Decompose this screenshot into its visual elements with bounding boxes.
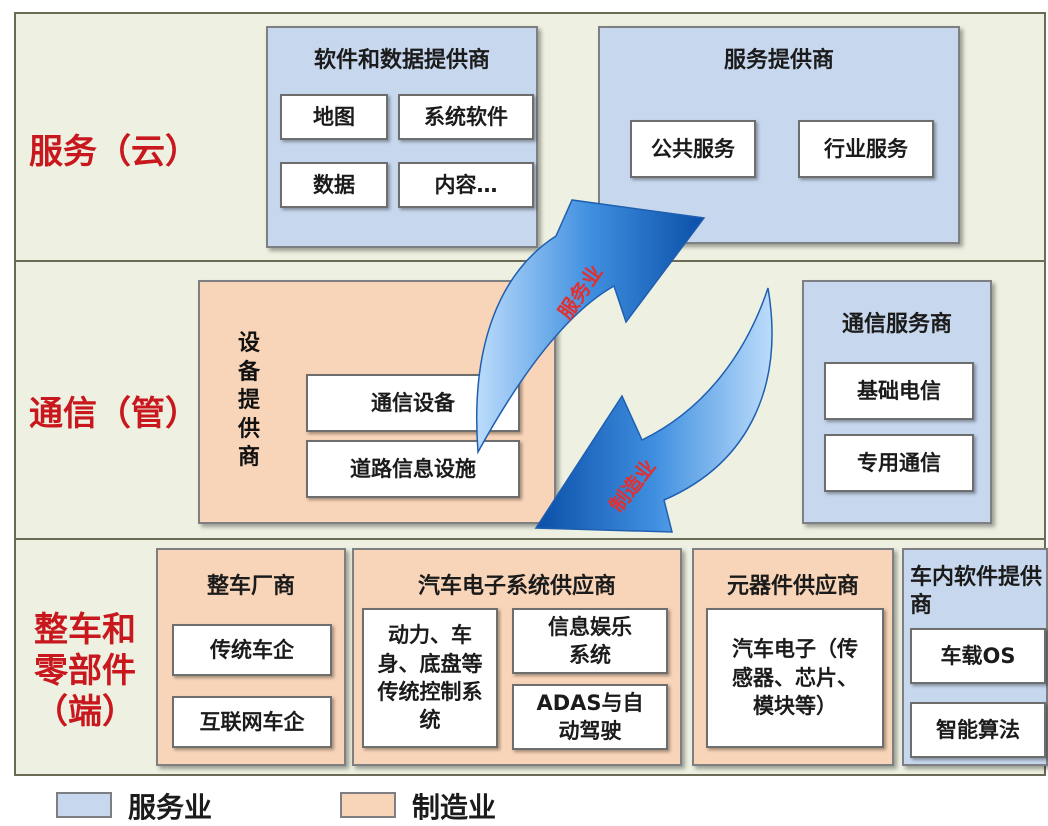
telecom-provider-box: 通信服务商 基础电信 专用通信 (802, 280, 992, 524)
auto-electronics-item: 汽车电子（传感器、芯片、模块等） (706, 608, 884, 748)
component-supplier-box: 元器件供应商 汽车电子（传感器、芯片、模块等） (692, 548, 894, 766)
equipment-provider-title: 设备提供商 (237, 331, 260, 471)
telecom-provider-title: 通信服务商 (841, 312, 952, 337)
service-legend-swatch (56, 792, 112, 818)
pipe-layer-label: 通信（管） (29, 394, 199, 434)
system-software-item: 系统软件 (398, 94, 534, 140)
oem-box: 整车厂商 传统车企 互联网车企 (156, 548, 346, 766)
map-item: 地图 (280, 94, 388, 140)
oem-title: 整车厂商 (206, 574, 295, 599)
smart-algorithm-item: 智能算法 (910, 702, 1046, 758)
electronics-supplier-box: 汽车电子系统供应商 动力、车身、底盘等传统控制系统 信息娱乐系统 ADAS与自动… (352, 548, 682, 766)
public-service-item: 公共服务 (630, 120, 756, 178)
service-legend-label: 服务业 (128, 791, 213, 824)
edge-layer-label: 整车和 零部件 （端） (34, 610, 136, 732)
content-item: 内容… (398, 162, 534, 208)
data-item: 数据 (280, 162, 388, 208)
road-info-facility-item: 道路信息设施 (306, 440, 520, 498)
software-data-provider-box: 软件和数据提供商 地图 系统软件 数据 内容… (266, 26, 538, 248)
vehicle-os-item: 车载OS (910, 628, 1046, 684)
manufacturing-legend-swatch (340, 792, 396, 818)
infotainment-item: 信息娱乐系统 (512, 608, 668, 674)
basic-telecom-item: 基础电信 (824, 362, 974, 420)
software-data-provider-title: 软件和数据提供商 (313, 48, 490, 73)
internet-oem-item: 互联网车企 (172, 696, 332, 748)
up-arrow (476, 199, 706, 455)
service-provider-box: 服务提供商 公共服务 行业服务 (598, 26, 960, 244)
traditional-control-item: 动力、车身、底盘等传统控制系统 (362, 608, 498, 748)
dedicated-comm-item: 专用通信 (824, 434, 974, 492)
adas-item: ADAS与自动驾驶 (512, 684, 668, 750)
in-car-software-title: 车内软件提供商 (910, 565, 1043, 618)
component-supplier-title: 元器件供应商 (726, 574, 859, 599)
service-provider-title: 服务提供商 (723, 48, 834, 73)
in-car-software-box: 车内软件提供商 车载OS 智能算法 (902, 548, 1048, 766)
traditional-oem-item: 传统车企 (172, 624, 332, 676)
industry-service-item: 行业服务 (798, 120, 934, 178)
down-arrow (534, 287, 773, 533)
electronics-supplier-title: 汽车电子系统供应商 (417, 574, 616, 599)
manufacturing-legend-label: 制造业 (412, 791, 497, 824)
cloud-layer-label: 服务（云） (29, 132, 199, 172)
